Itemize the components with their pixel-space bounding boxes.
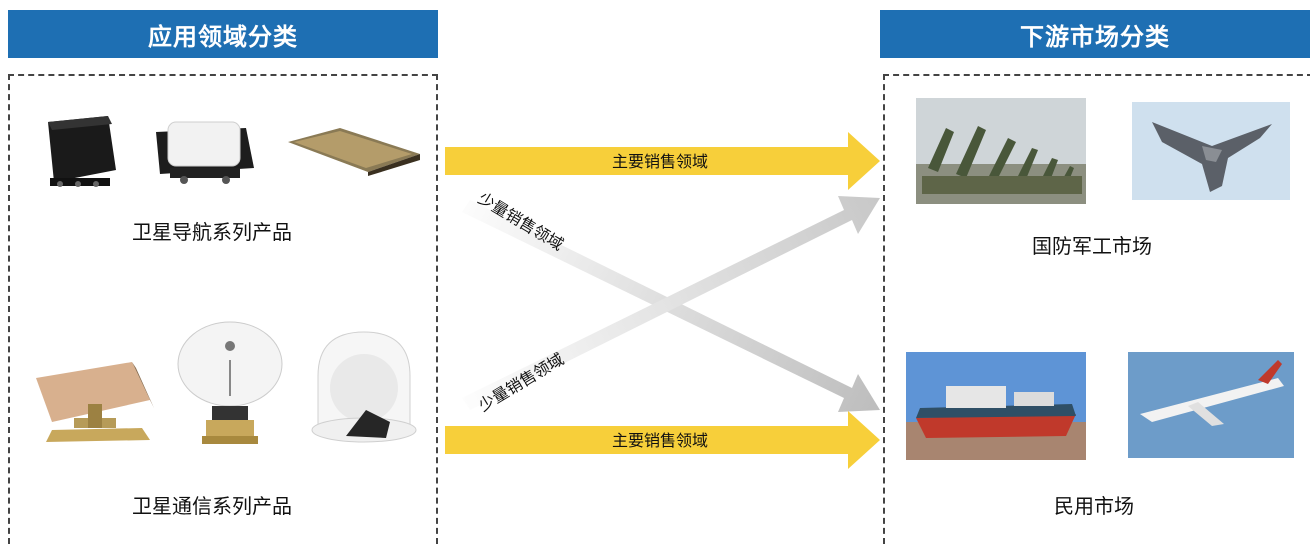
right-header: 下游市场分类 (880, 10, 1310, 58)
nav-receiver-black-image (48, 116, 116, 187)
main-arrow-top (445, 132, 880, 190)
airliner-image (1128, 352, 1294, 458)
comm-radome-antenna-image (311, 331, 417, 443)
left-header: 应用领域分类 (8, 10, 438, 58)
right-panel (883, 74, 1310, 544)
civil-market-label: 民用市场 (1054, 494, 1134, 518)
minor-arrow-up-label: 少量销售领域 (475, 349, 567, 415)
left-panel (8, 74, 438, 544)
defense-market-label: 国防军工市场 (1032, 234, 1152, 258)
main-arrow-bottom (445, 411, 880, 469)
fighter-jet-image (1132, 102, 1290, 200)
ship-image (906, 352, 1086, 460)
comm-panel-antenna-image (36, 362, 154, 442)
nav-board-gold-image (288, 128, 420, 176)
nav-products-label: 卫星导航系列产品 (132, 220, 292, 244)
main-arrow-bottom-label: 主要销售领域 (612, 431, 708, 450)
comm-dish-antenna-image (177, 321, 283, 444)
nav-antenna-white-image (156, 121, 254, 184)
missile-launchers-image (916, 98, 1086, 204)
main-arrow-top-label: 主要销售领域 (612, 152, 708, 171)
minor-arrow-up (462, 196, 880, 410)
comm-products-label: 卫星通信系列产品 (132, 494, 292, 518)
